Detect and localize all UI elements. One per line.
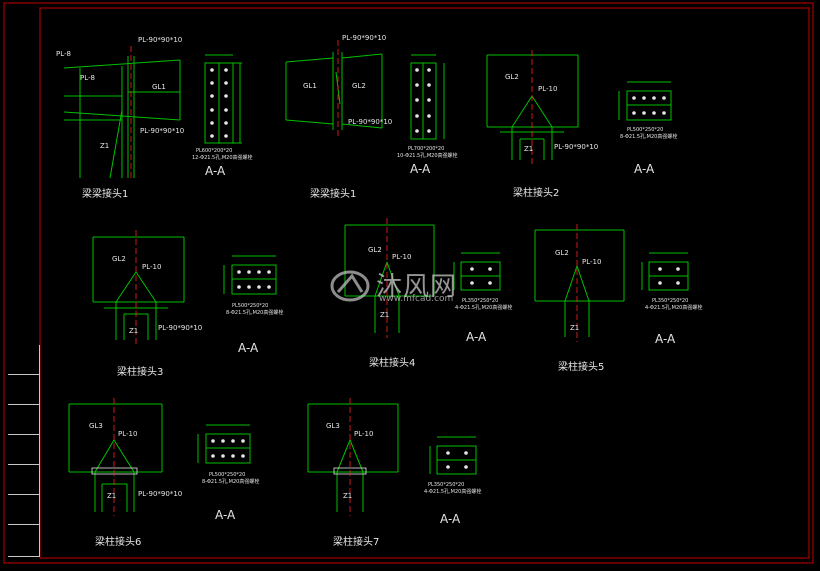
d8-bolts (446, 451, 468, 469)
d7-caption: 梁柱接头6 (95, 535, 141, 548)
title-block (8, 345, 40, 557)
d7-bolts (211, 439, 245, 458)
d5-plate-spec: PL350*250*20 (462, 298, 498, 304)
watermark-logo-icon (330, 270, 370, 302)
d4-pl-stiff: PL-90*90*10 (158, 324, 202, 332)
d6-gl: GL2 (555, 249, 569, 257)
d1-caption: 梁梁接头1 (82, 187, 128, 200)
d7-section: A-A (215, 508, 236, 522)
d7-pl-web: PL-10 (118, 430, 137, 438)
d1-section: A-A (205, 164, 226, 178)
d8-plate-section (429, 436, 477, 475)
d4-gl: GL2 (112, 255, 126, 263)
d1-pl-left: PL-8 (80, 74, 95, 82)
d8-caption: 梁柱接头7 (333, 535, 379, 548)
d4-plate-spec: PL500*250*20 (232, 303, 268, 309)
d8-gl: GL3 (326, 422, 340, 430)
d5-caption: 梁柱接头4 (369, 356, 415, 369)
d2-bolts (415, 68, 431, 133)
d3-section: A-A (634, 162, 655, 176)
d7-plate-spec: PL500*250*20 (209, 472, 245, 478)
d4-caption: 梁柱接头3 (117, 365, 163, 378)
d7-bolt-note: 8-Φ21.5孔,M20高强螺栓 (202, 478, 259, 485)
d2-gl-right: GL2 (352, 82, 366, 90)
d1-gl: GL1 (152, 83, 166, 91)
d5-bolts (470, 267, 492, 285)
d3-plate-section (618, 81, 672, 121)
d1-z: Z1 (100, 142, 109, 150)
d6-bolt-note: 4-Φ21.5孔,M20高强螺栓 (645, 304, 702, 311)
d1-bolts (210, 68, 228, 138)
d1-bolt-note: 12-Φ21.5孔,M20高强螺栓 (192, 154, 253, 161)
d4-plate-section (223, 255, 277, 295)
d7-z: Z1 (107, 492, 116, 500)
d3-bolts (632, 96, 666, 115)
d3-pl-web: PL-10 (538, 85, 557, 93)
d8-pl-web: PL-10 (354, 430, 373, 438)
d2-caption: 梁梁接头1 (310, 187, 356, 200)
d7-plate-section (197, 424, 251, 464)
d6-bolts (658, 267, 680, 285)
d7-pl-stiff: PL-90*90*10 (138, 490, 182, 498)
d5-bolt-note: 4-Φ21.5孔,M20高强螺栓 (455, 304, 512, 311)
detail-beam-joint-a (63, 56, 181, 179)
d1-pl-top: PL-90*90*10 (138, 36, 182, 44)
d2-bolt-note: 10-Φ21.5孔,M20高强螺栓 (397, 152, 458, 159)
d6-section: A-A (655, 332, 676, 346)
d6-z: Z1 (570, 324, 579, 332)
d8-plate-spec: PL350*250*20 (428, 482, 464, 488)
d2-pl-top: PL-90*90*10 (342, 34, 386, 42)
d2-plate-section (410, 54, 445, 140)
d5-section: A-A (466, 330, 487, 344)
detail-beam-column-2 (486, 54, 579, 160)
watermark-text: 沐风网 (376, 272, 458, 302)
d3-z: Z1 (524, 145, 533, 153)
d6-caption: 梁柱接头5 (558, 360, 604, 373)
d3-bolt-note: 8-Φ21.5孔,M20高强螺栓 (620, 133, 677, 140)
d3-gl: GL2 (505, 73, 519, 81)
d8-bolt-note: 4-Φ21.5孔,M20高强螺栓 (424, 488, 481, 495)
d1-pl-side: PL-8 (56, 50, 71, 58)
d4-pl-web: PL-10 (142, 263, 161, 271)
detail-beam-column-7 (307, 403, 399, 512)
d4-bolt-note: 8-Φ21.5孔,M20高强螺栓 (226, 309, 283, 316)
d8-section: A-A (440, 512, 461, 526)
d2-section: A-A (410, 162, 431, 176)
d5-plate-section (453, 252, 501, 291)
detail-beam-column-5 (534, 229, 625, 337)
watermark-url: www.mfcad.com (379, 294, 454, 304)
drawing-frame-outer (3, 2, 814, 564)
detail-beam-column-3 (92, 236, 185, 340)
d1-pl-bottom: PL-90*90*10 (140, 127, 184, 135)
d6-plate-spec: PL350*250*20 (652, 298, 688, 304)
d5-z: Z1 (380, 311, 389, 319)
d4-bolts (237, 270, 271, 289)
d1-plate-section (204, 54, 242, 144)
d5-gl: GL2 (368, 246, 382, 254)
drawing-frame-inner (39, 7, 810, 559)
d5-pl-web: PL-10 (392, 253, 411, 261)
d2-gl-left: GL1 (303, 82, 317, 90)
d3-caption: 梁柱接头2 (513, 186, 559, 199)
d4-z: Z1 (129, 327, 138, 335)
d2-plate-spec: PL700*200*20 (408, 146, 444, 152)
detail-beam-column-6 (68, 403, 163, 512)
d3-pl-stiff: PL-90*90*10 (554, 143, 598, 151)
d1-plate-spec: PL600*200*20 (196, 148, 232, 154)
d7-gl: GL3 (89, 422, 103, 430)
d8-z: Z1 (343, 492, 352, 500)
d3-plate-spec: PL500*250*20 (627, 127, 663, 133)
d4-section: A-A (238, 341, 259, 355)
d2-pl-bottom: PL-90*90*10 (348, 118, 392, 126)
d6-pl-web: PL-10 (582, 258, 601, 266)
d6-plate-section (641, 252, 689, 291)
d7-end-plate (91, 467, 138, 475)
